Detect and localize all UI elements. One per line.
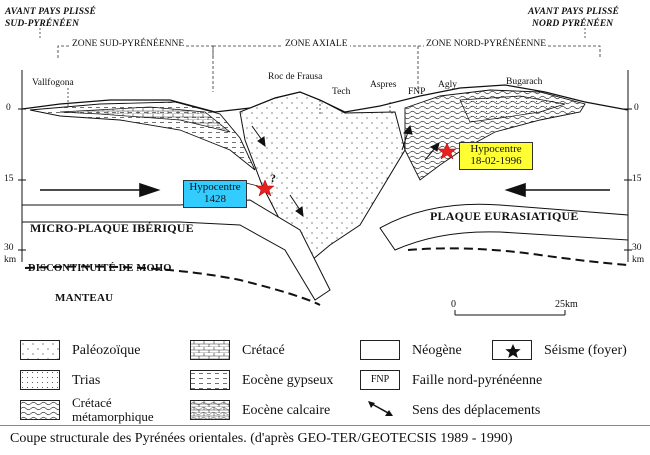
star-1996: [437, 142, 457, 160]
scale-end: 25km: [555, 299, 578, 310]
zone-nord-label: ZONE NORD-PYRÉNÉENNE: [424, 39, 549, 50]
swatch-fnp: FNP: [360, 370, 400, 390]
plate-eurasiatique-label: PLAQUE EURASIATIQUE: [430, 209, 579, 223]
legend-label: Paléozoïque: [72, 343, 141, 358]
north-zone: [404, 89, 586, 181]
question-mark: ?: [270, 171, 276, 185]
depth-left-km: km: [4, 255, 17, 265]
depth-right-km: km: [632, 255, 645, 265]
zone-sud-label: ZONE SUD-PYRÉNÉENNE: [70, 39, 187, 50]
swatch-cretace: [190, 340, 230, 360]
legend-label-line2: métamorphique: [72, 409, 154, 424]
manteau-label: MANTEAU: [55, 292, 114, 304]
moho-line-north: [407, 247, 629, 266]
swatch-paleozoique: [20, 340, 60, 360]
hypocentre-1996-line2: 18-02-1996: [470, 155, 522, 167]
legend-label: Néogène: [412, 343, 462, 358]
swatch-deplacements: [360, 400, 400, 420]
hypocentre-1996-box: Hypocentre 18-02-1996: [459, 142, 533, 170]
zone-axiale-label: ZONE AXIALE: [283, 39, 350, 50]
swatch-trias: [20, 370, 60, 390]
figure-caption: Coupe structurale des Pyrénées orientale…: [10, 431, 513, 446]
depth-left-30: 30: [4, 243, 14, 253]
avant-pays-sud-line2: SUD-PYRÉNÉEN: [5, 19, 80, 29]
caption-rule: [0, 425, 650, 426]
hypocentre-1428-box: Hypocentre 1428: [183, 180, 247, 208]
avant-pays-nord-line2: NORD PYRÉNÉEN: [532, 19, 614, 29]
legend-label: Eocène gypseux: [242, 373, 334, 388]
swatch-eocene-calcaire: [190, 400, 230, 420]
hypocentre-1428-line2: 1428: [204, 193, 226, 205]
avant-pays-sud-line1: AVANT PAYS PLISSÉ: [5, 7, 96, 17]
star-1428: [255, 179, 275, 197]
legend-label: Trias: [72, 373, 101, 388]
legend-label: Crétacé métamorphique: [72, 396, 154, 424]
plate-iberique-label: MICRO-PLAQUE IBÉRIQUE: [30, 221, 194, 235]
legend-label: Faille nord-pyrénéenne: [412, 373, 543, 388]
depth-right-15: 15: [632, 174, 642, 184]
moho-line-south: [24, 265, 321, 306]
place-aspres: Aspres: [370, 80, 397, 90]
place-bugarach: Bugarach: [506, 77, 543, 87]
legend-label-line1: Crétacé: [72, 395, 112, 410]
place-fnp: FNP: [408, 87, 426, 97]
place-agly: Agly: [438, 80, 457, 90]
cross-section-drawing: [18, 28, 632, 316]
legend-label: Séisme (foyer): [544, 343, 627, 358]
hypocentre-1996-line1: Hypocentre: [470, 143, 522, 155]
place-valfogona: Vallfogona: [32, 78, 74, 88]
depth-right-0: 0: [634, 103, 639, 113]
hypocentre-1428-line1: Hypocentre: [189, 181, 241, 193]
depth-right-30: 30: [632, 243, 642, 253]
eurasian-slab: [379, 203, 629, 251]
legend-label: Sens des déplacements: [412, 403, 541, 418]
cross-section: AVANT PAYS PLISSÉ SUD-PYRÉNÉEN AVANT PAY…: [4, 7, 645, 316]
depth-left-15: 15: [4, 174, 14, 184]
arrow-icon: [368, 401, 393, 416]
star-icon: [505, 344, 521, 358]
place-roc-de-frausa: Roc de Frausa: [268, 72, 323, 82]
swatch-neogene: [360, 340, 400, 360]
swatch-seisme: [492, 340, 532, 360]
legend-label: Eocène calcaire: [242, 403, 331, 418]
swatch-cretace-metamorphique: [20, 400, 60, 420]
avant-pays-nord-line1: AVANT PAYS PLISSÉ: [528, 7, 619, 17]
swatch-eocene-gypseux: [190, 370, 230, 390]
place-tech: Tech: [332, 87, 351, 97]
legend-label: Crétacé: [242, 343, 285, 358]
moho-label: DISCONTINUITÉ DE MOHO: [28, 263, 172, 274]
scale-bar: [454, 310, 566, 316]
scale-start: 0: [451, 299, 456, 310]
depth-left-0: 0: [6, 103, 11, 113]
